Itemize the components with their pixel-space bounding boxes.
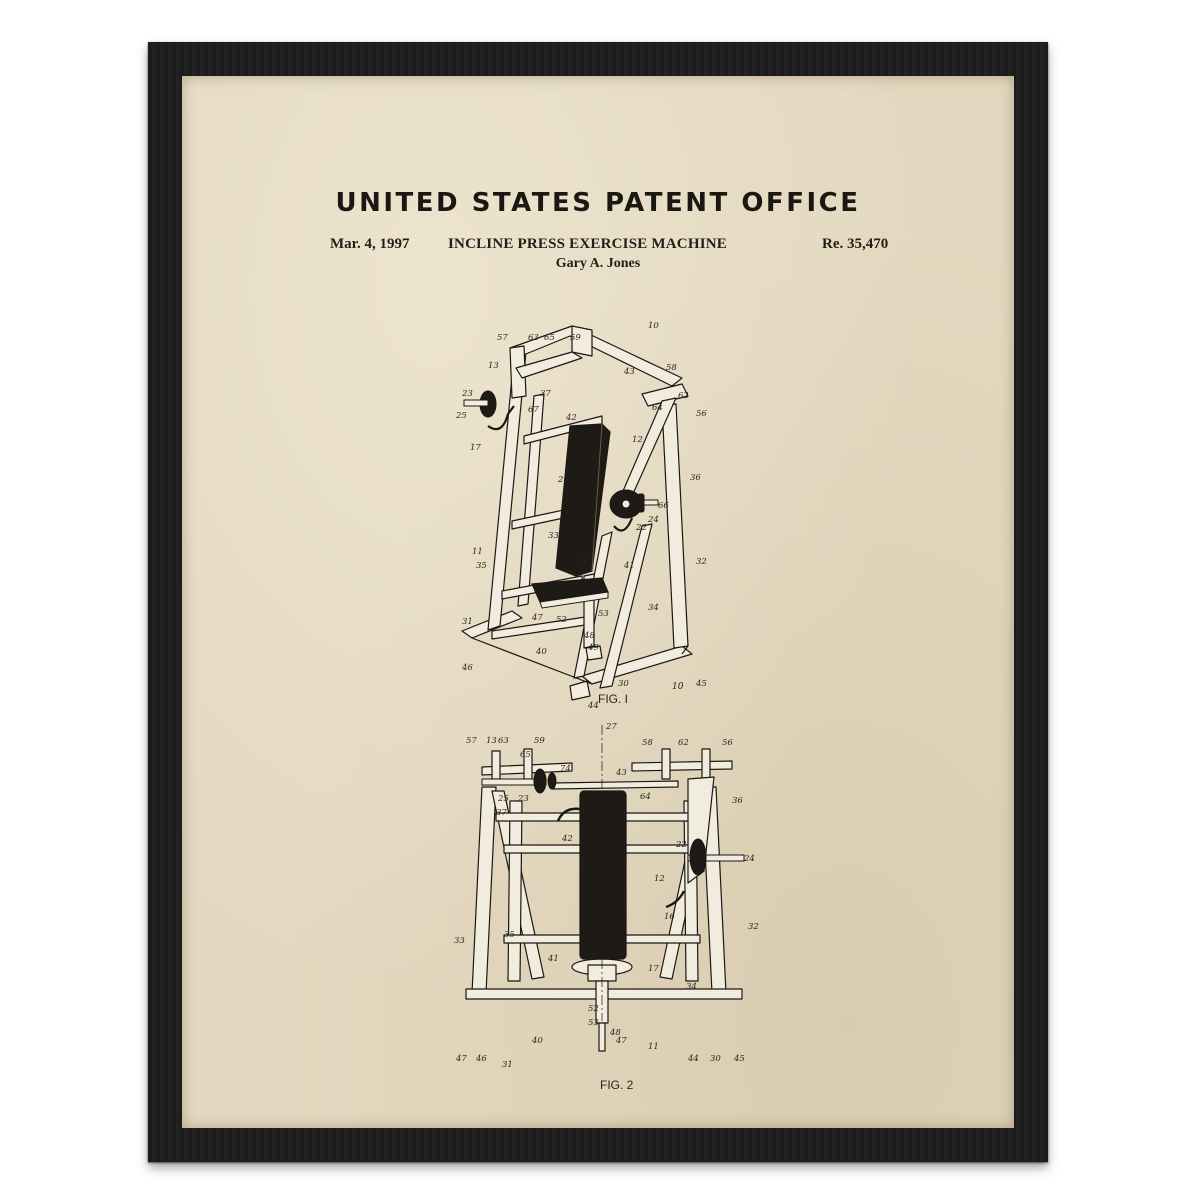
svg-text:34: 34 [686, 982, 697, 992]
svg-text:33: 33 [548, 531, 559, 541]
svg-text:12: 12 [632, 435, 643, 445]
picture-frame: UNITED STATES PATENT OFFICE Mar. 4, 1997… [148, 42, 1048, 1162]
svg-text:24: 24 [647, 515, 659, 525]
svg-text:40: 40 [535, 647, 547, 657]
svg-text:56: 56 [722, 738, 733, 748]
svg-text:24: 24 [743, 854, 755, 864]
figure-1-caption: FIG. I [598, 692, 628, 706]
svg-text:63: 63 [498, 736, 509, 746]
svg-text:57: 57 [466, 736, 477, 746]
svg-text:48: 48 [583, 631, 595, 641]
svg-text:25: 25 [497, 794, 509, 804]
svg-text:22: 22 [675, 840, 687, 850]
svg-text:56: 56 [696, 409, 707, 419]
svg-text:63: 63 [528, 333, 539, 343]
svg-text:62: 62 [678, 738, 689, 748]
svg-text:47: 47 [455, 1054, 467, 1064]
svg-text:13: 13 [488, 361, 499, 371]
svg-text:16: 16 [664, 912, 675, 922]
figure-2-caption: FIG. 2 [600, 1078, 634, 1092]
svg-text:12: 12 [654, 874, 665, 884]
svg-text:43: 43 [623, 367, 635, 377]
figure-1-corner-ref: 10 [672, 682, 684, 692]
svg-text:66: 66 [658, 501, 669, 511]
svg-text:36: 36 [690, 473, 701, 483]
svg-text:35: 35 [504, 930, 515, 940]
svg-text:34: 34 [648, 603, 659, 613]
svg-text:41: 41 [623, 561, 635, 571]
svg-text:32: 32 [748, 922, 759, 932]
svg-text:25: 25 [455, 411, 467, 421]
svg-text:37: 37 [540, 389, 551, 399]
svg-text:35: 35 [476, 561, 487, 571]
svg-text:44: 44 [687, 1054, 699, 1064]
svg-text:19: 19 [576, 557, 587, 567]
svg-text:36: 36 [732, 796, 743, 806]
svg-text:58: 58 [666, 363, 677, 373]
invention-name: INCLINE PRESS EXERCISE MACHINE [448, 236, 727, 252]
svg-text:13: 13 [486, 736, 497, 746]
inventor-name: Gary A. Jones [555, 256, 641, 271]
svg-text:23: 23 [517, 794, 529, 804]
patent-date: Mar. 4, 1997 [330, 236, 410, 252]
svg-text:17: 17 [470, 443, 481, 453]
svg-text:53: 53 [598, 609, 609, 619]
svg-text:46: 46 [475, 1054, 487, 1064]
svg-text:40: 40 [531, 1036, 543, 1046]
svg-text:31: 31 [502, 1060, 513, 1070]
patent-print: UNITED STATES PATENT OFFICE Mar. 4, 1997… [182, 76, 1014, 1128]
svg-text:47: 47 [615, 1036, 627, 1046]
svg-text:31: 31 [462, 617, 473, 627]
svg-text:30: 30 [618, 679, 629, 689]
svg-text:17: 17 [648, 964, 659, 974]
svg-text:64: 64 [652, 403, 663, 413]
svg-text:65: 65 [520, 750, 531, 760]
svg-text:46: 46 [461, 663, 473, 673]
svg-text:45: 45 [695, 679, 707, 689]
svg-text:47: 47 [531, 613, 543, 623]
svg-text:52: 52 [588, 1004, 599, 1014]
svg-text:44: 44 [587, 701, 599, 711]
svg-text:57: 57 [497, 333, 508, 343]
svg-text:67: 67 [528, 405, 539, 415]
svg-text:65: 65 [544, 333, 555, 343]
svg-text:42: 42 [565, 413, 577, 423]
svg-text:53: 53 [588, 1018, 599, 1028]
svg-text:43: 43 [615, 768, 627, 778]
svg-text:49: 49 [587, 643, 599, 653]
svg-text:33: 33 [454, 936, 465, 946]
svg-text:37: 37 [496, 808, 507, 818]
svg-text:64: 64 [640, 792, 651, 802]
svg-text:59: 59 [534, 736, 545, 746]
svg-text:41: 41 [547, 954, 559, 964]
svg-text:11: 11 [648, 1042, 659, 1052]
svg-text:22: 22 [635, 523, 647, 533]
svg-text:11: 11 [472, 547, 483, 557]
svg-text:74: 74 [560, 764, 571, 774]
svg-text:30: 30 [710, 1054, 721, 1064]
svg-text:59: 59 [570, 333, 581, 343]
svg-text:27: 27 [605, 722, 617, 732]
svg-text:10: 10 [648, 321, 659, 331]
svg-text:62: 62 [678, 391, 689, 401]
reissue-number: Re. 35,470 [822, 236, 889, 252]
svg-text:48: 48 [609, 1028, 621, 1038]
svg-text:42: 42 [561, 834, 573, 844]
svg-text:52: 52 [556, 615, 567, 625]
svg-text:58: 58 [642, 738, 653, 748]
svg-text:45: 45 [733, 1054, 745, 1064]
poster-title: UNITED STATES PATENT OFFICE [335, 188, 861, 218]
svg-text:20: 20 [557, 475, 569, 485]
svg-text:23: 23 [461, 389, 473, 399]
svg-text:32: 32 [696, 557, 707, 567]
